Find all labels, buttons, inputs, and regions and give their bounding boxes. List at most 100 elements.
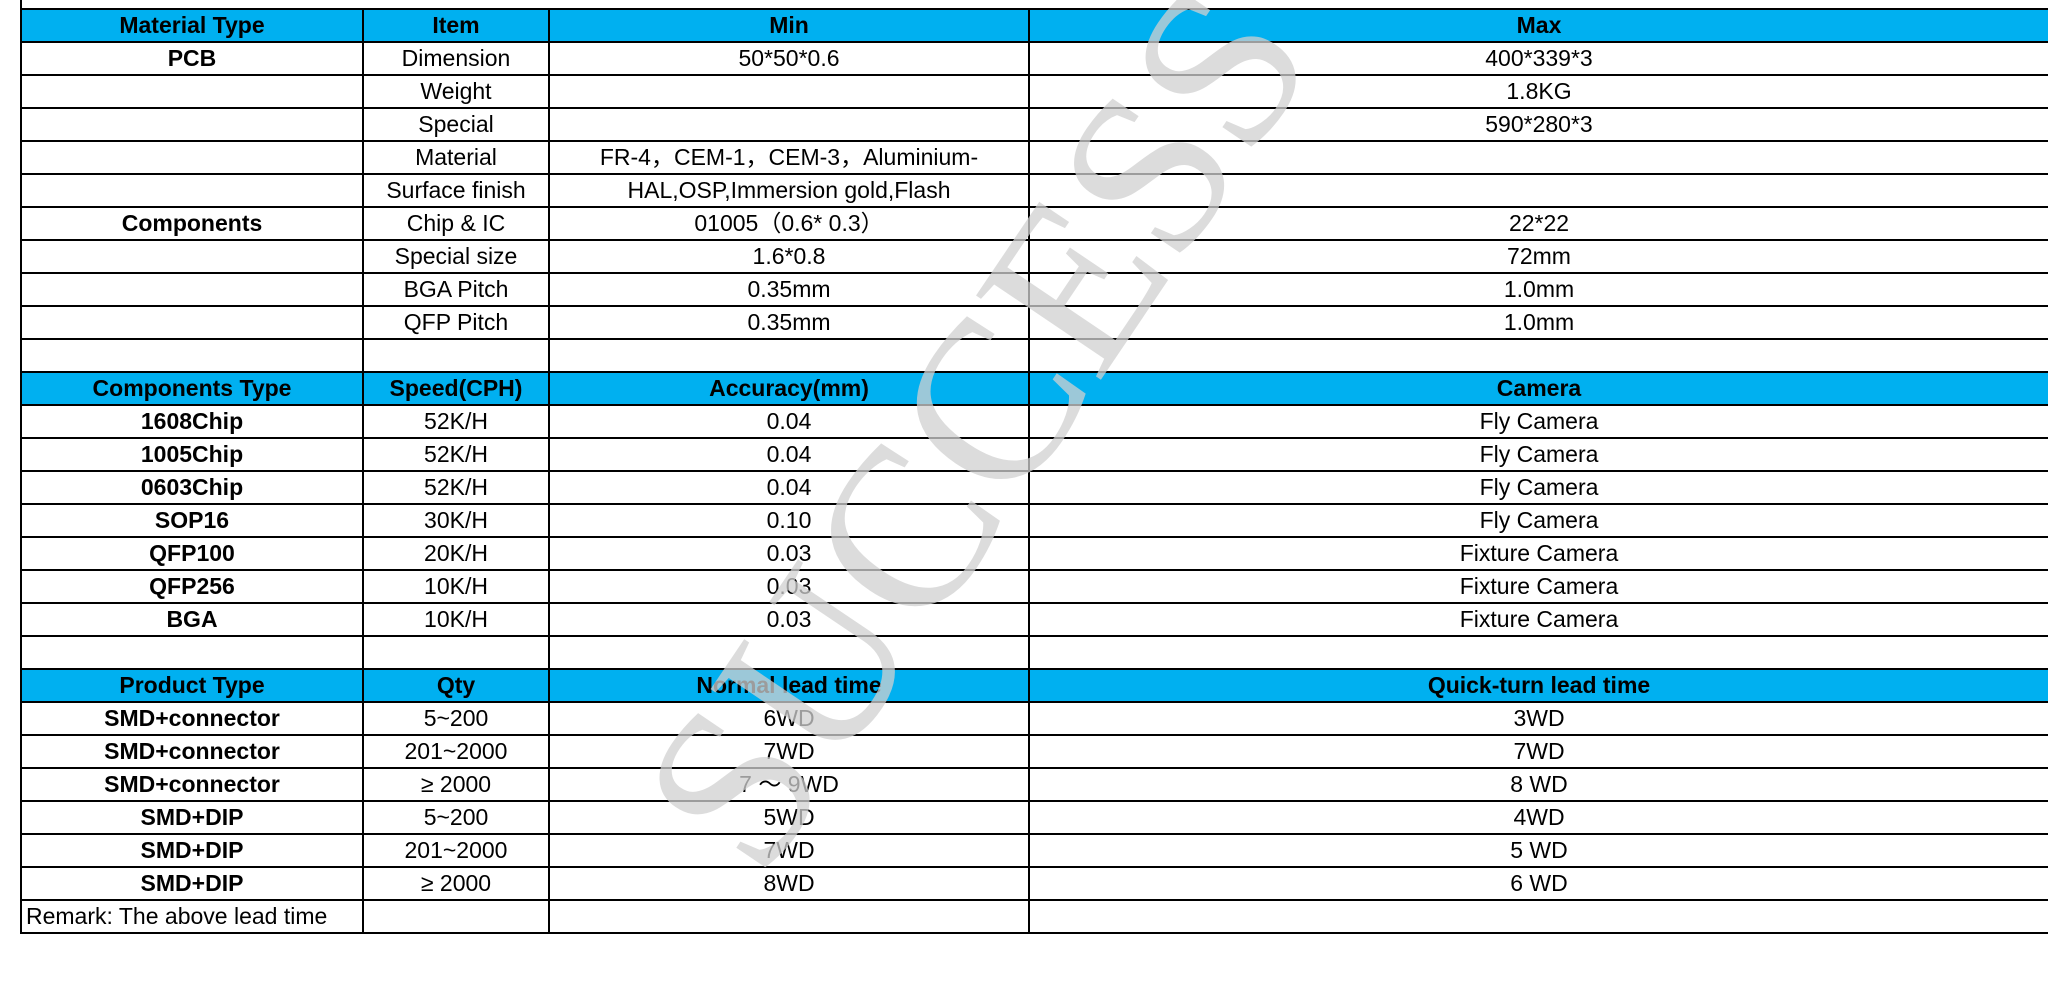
spacer-row-cell-3 xyxy=(548,635,1030,670)
component-row-cell-1: BGA xyxy=(20,602,364,637)
remark-row-cell-2 xyxy=(362,899,550,934)
material-row-cell-2: Material xyxy=(362,140,550,175)
product-row-cell-4: 6 WD xyxy=(1028,866,2048,901)
product-row-cell-3: 8WD xyxy=(548,866,1030,901)
product-row-cell-4: 5 WD xyxy=(1028,833,2048,868)
product-row-cell-1: SMD+DIP xyxy=(20,800,364,835)
component-row-cell-3: 0.03 xyxy=(548,602,1030,637)
material-row-cell-4 xyxy=(1028,173,2048,208)
header-row-material-cell-1: Material Type xyxy=(20,8,364,43)
material-row-cell-4: 72mm xyxy=(1028,239,2048,274)
material-row-cell-2: Special xyxy=(362,107,550,142)
product-row-cell-2: ≥ 2000 xyxy=(362,767,550,802)
material-row-cell-4: 400*339*3 xyxy=(1028,41,2048,76)
component-row-cell-4: Fly Camera xyxy=(1028,470,2048,505)
component-row-cell-3: 0.04 xyxy=(548,437,1030,472)
component-row-cell-4: Fixture Camera xyxy=(1028,536,2048,571)
product-row-cell-4: 7WD xyxy=(1028,734,2048,769)
product-row-cell-4: 4WD xyxy=(1028,800,2048,835)
product-row-cell-1: SMD+connector xyxy=(20,701,364,736)
component-row-cell-2: 20K/H xyxy=(362,536,550,571)
product-row-cell-4: 8 WD xyxy=(1028,767,2048,802)
product-row-cell-3: 7WD xyxy=(548,833,1030,868)
material-row-cell-1 xyxy=(20,173,364,208)
component-row-cell-1: 1608Chip xyxy=(20,404,364,439)
spacer-row-cell-1 xyxy=(20,338,364,373)
material-row-cell-3: 0.35mm xyxy=(548,305,1030,340)
component-row-cell-4: Fly Camera xyxy=(1028,503,2048,538)
remark-row-cell-3 xyxy=(548,899,1030,934)
component-row-cell-3: 0.03 xyxy=(548,569,1030,604)
material-row-cell-3: 1.6*0.8 xyxy=(548,239,1030,274)
header-row-product-cell-2: Qty xyxy=(362,668,550,703)
spacer-row-cell-2 xyxy=(362,338,550,373)
remark-cell: Remark: The above lead time xyxy=(20,899,364,934)
product-row-cell-2: 5~200 xyxy=(362,701,550,736)
material-row-cell-3: 01005（0.6* 0.3） xyxy=(548,206,1030,241)
component-row-cell-4: Fixture Camera xyxy=(1028,569,2048,604)
material-row-cell-2: Surface finish xyxy=(362,173,550,208)
remark-row: Remark: The above lead time xyxy=(20,899,2048,934)
material-row-cell-1: PCB xyxy=(20,41,364,76)
header-row-product-cell-4: Quick-turn lead time xyxy=(1028,668,2048,703)
material-row-cell-2: Weight xyxy=(362,74,550,109)
product-row-cell-4: 3WD xyxy=(1028,701,2048,736)
product-row-cell-1: SMD+connector xyxy=(20,767,364,802)
component-row-cell-4: Fly Camera xyxy=(1028,437,2048,472)
component-row-cell-2: 10K/H xyxy=(362,569,550,604)
spacer-row-cell-1 xyxy=(20,635,364,670)
material-row-cell-2: Special size xyxy=(362,239,550,274)
material-row-cell-4 xyxy=(1028,140,2048,175)
component-row-cell-4: Fixture Camera xyxy=(1028,602,2048,637)
component-row-cell-3: 0.04 xyxy=(548,470,1030,505)
product-row-cell-3: 7 ～ 9WD xyxy=(548,767,1030,802)
component-row-cell-2: 52K/H xyxy=(362,437,550,472)
spacer-row-cell-3 xyxy=(548,338,1030,373)
material-row-cell-3: 50*50*0.6 xyxy=(548,41,1030,76)
header-row-product-cell-3: Normal lead time xyxy=(548,668,1030,703)
material-row-cell-2: BGA Pitch xyxy=(362,272,550,307)
component-row-cell-1: 0603Chip xyxy=(20,470,364,505)
header-row-components-cell-4: Camera xyxy=(1028,371,2048,406)
material-row-cell-3: HAL,OSP,Immersion gold,Flash xyxy=(548,173,1030,208)
component-row-cell-3: 0.04 xyxy=(548,404,1030,439)
header-row-components-cell-1: Components Type xyxy=(20,371,364,406)
spacer-row-cell-4 xyxy=(1028,635,2048,670)
material-row-cell-1 xyxy=(20,305,364,340)
material-row-cell-4: 22*22 xyxy=(1028,206,2048,241)
material-row-cell-1 xyxy=(20,272,364,307)
material-row-cell-2: QFP Pitch xyxy=(362,305,550,340)
spacer-row xyxy=(20,338,2048,373)
remark-row-cell-4 xyxy=(1028,899,2048,934)
product-row-cell-3: 7WD xyxy=(548,734,1030,769)
material-row-cell-3: FR-4，CEM-1，CEM-3，Aluminium- xyxy=(548,140,1030,175)
component-row-cell-1: 1005Chip xyxy=(20,437,364,472)
product-row-cell-1: SMD+DIP xyxy=(20,866,364,901)
material-row-cell-3: 0.35mm xyxy=(548,272,1030,307)
material-row-cell-1: Components xyxy=(20,206,364,241)
component-row-cell-3: 0.03 xyxy=(548,536,1030,571)
component-row-cell-1: SOP16 xyxy=(20,503,364,538)
product-row-cell-3: 6WD xyxy=(548,701,1030,736)
